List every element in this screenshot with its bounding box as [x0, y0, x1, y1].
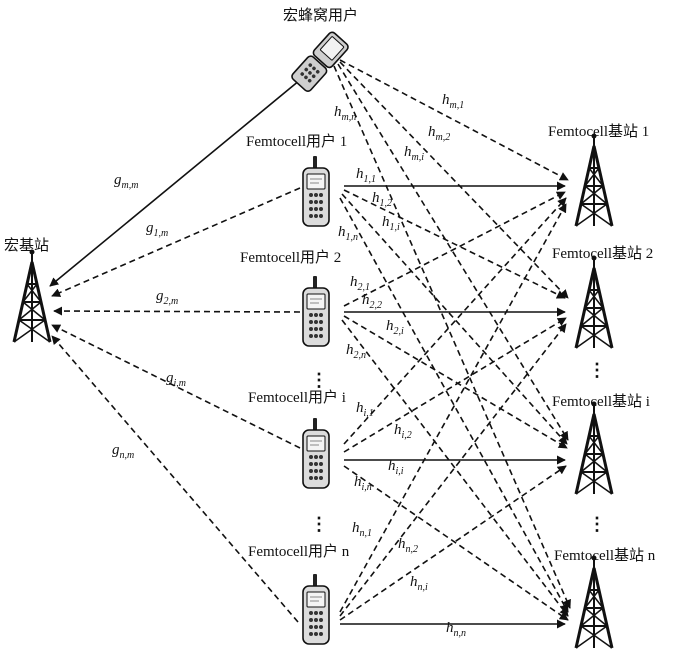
label-h-i2: hi,2 — [394, 422, 412, 441]
user-ellipsis-2: ⋮ — [310, 514, 328, 534]
femto-user-n-phone-icon — [303, 574, 329, 644]
label-h-n2: hn,2 — [398, 536, 418, 555]
label-h-mi: hm,i — [404, 144, 424, 163]
label-g-2m: g2,m — [156, 288, 178, 307]
macro-bs-label: 宏基站 — [4, 237, 49, 254]
femto-bs-i-tower-icon — [576, 402, 612, 495]
femto-bs-2-tower-icon — [576, 256, 612, 349]
femto-user-n-label: Femtocell用户 n — [248, 543, 350, 560]
link-user2-to-bs1 — [344, 192, 565, 306]
label-h-in: hi,n — [354, 474, 372, 493]
link-useri-to-bsn — [344, 466, 568, 620]
femto-bs-2-label: Femtocell基站 2 — [552, 245, 653, 262]
link-macro-user-to-bsi — [338, 64, 568, 440]
femto-user-2-phone-icon — [303, 276, 329, 346]
link-user1-to-bs2 — [344, 190, 565, 298]
label-h-21: h2,1 — [350, 274, 370, 293]
label-g-nm: gn,m — [112, 442, 134, 461]
label-h-m1: hm,1 — [442, 92, 464, 111]
label-h-n1: hn,1 — [352, 520, 372, 539]
label-h-mn: hm,n — [334, 104, 356, 123]
macro-user-label: 宏蜂窝用户 — [283, 6, 358, 24]
label-h-2i: h2,i — [386, 318, 404, 337]
link-user2-to-macro-bs — [54, 311, 300, 312]
label-h-22: h2,2 — [362, 292, 382, 311]
user-ellipsis: ⋮ — [310, 370, 328, 390]
femto-user-1-phone-icon — [303, 156, 329, 226]
label-h-2n: h2,n — [346, 342, 366, 361]
femto-user-i-label: Femtocell用户 i — [248, 389, 346, 406]
label-h-12: h1,2 — [372, 190, 392, 209]
station-ellipsis: ⋮ — [588, 360, 606, 380]
label-g-mm: gm,m — [114, 172, 138, 191]
link-user2-to-bsi — [344, 316, 567, 448]
femto-bs-i-label: Femtocell基站 i — [552, 393, 650, 410]
femto-user-i-phone-icon — [303, 418, 329, 488]
label-h-nn: hn,n — [446, 620, 466, 639]
label-h-11: h1,1 — [356, 166, 376, 185]
link-useri-to-bs2 — [344, 318, 566, 452]
label-h-ii: hi,i — [388, 458, 404, 477]
label-h-1i: h1,i — [382, 214, 400, 233]
label-h-m2: hm,2 — [428, 124, 450, 143]
link-usern-to-bs1 — [340, 204, 566, 612]
femto-bs-n-label: Femtocell基站 n — [554, 547, 656, 564]
femto-user-1-label: Femtocell用户 1 — [246, 133, 347, 150]
link-usern-to-bs2 — [340, 324, 566, 616]
link-useri-to-bs1 — [344, 198, 566, 444]
label-g-im: gi,m — [166, 370, 186, 389]
link-macro-user-to-bs1 — [340, 60, 568, 180]
label-g-1m: g1,m — [146, 220, 168, 239]
link-user2-to-bsn — [342, 320, 568, 616]
link-user1-to-macro-bs — [52, 188, 300, 296]
station-ellipsis-2: ⋮ — [588, 514, 606, 534]
link-usern-to-bsi — [340, 466, 566, 620]
label-h-i1: hi,1 — [356, 400, 374, 419]
macro-base-station-icon — [14, 250, 50, 343]
label-h-ni: hn,i — [410, 574, 428, 593]
femto-bs-1-tower-icon — [576, 134, 612, 227]
femto-user-2-label: Femtocell用户 2 — [240, 249, 341, 266]
femto-bs-n-tower-icon — [576, 556, 612, 649]
femto-bs-1-label: Femtocell基站 1 — [548, 123, 649, 140]
